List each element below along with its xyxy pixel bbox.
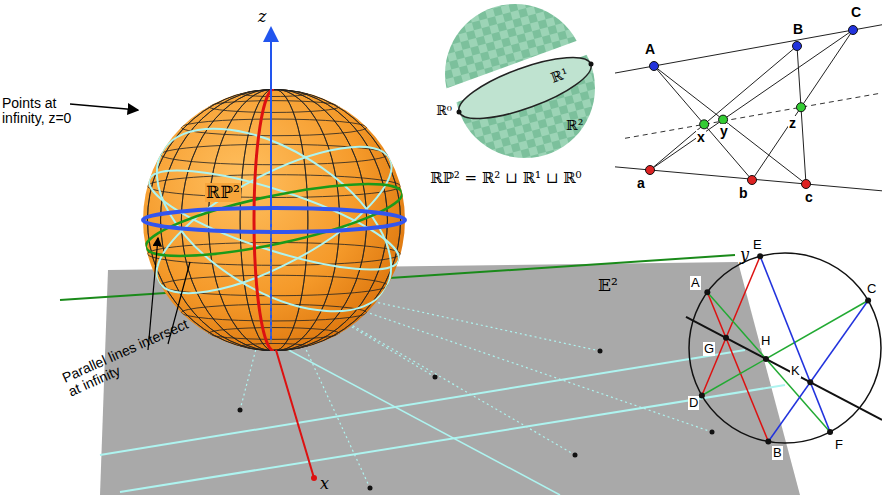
axis-hidden [271,220,272,345]
stroke [752,30,853,180]
point-label: B [772,446,783,460]
axis-point [311,475,317,481]
point-label: a [636,176,646,191]
stroke [147,243,400,266]
stroke [757,253,763,259]
stroke [796,103,805,112]
point-label: C [850,5,862,20]
stroke [723,335,729,341]
stroke [240,90,308,96]
stroke [686,317,882,420]
stroke [654,66,752,180]
stroke [240,89,308,351]
stroke [793,42,802,51]
sphere [143,89,405,351]
point-label: A [690,276,701,290]
stroke [802,180,811,189]
stroke [120,385,785,492]
point-label: x [696,130,706,145]
stroke [765,439,771,445]
x-axis [276,350,314,478]
point-label: H [760,334,771,348]
equation: ℝℙ² = ℝ² ⊔ ℝ¹ ⊔ ℝ⁰ [430,170,582,187]
stroke [147,175,400,198]
point-label: F [834,438,844,452]
callout-arrow [70,104,138,110]
point-label: D [688,396,699,410]
stroke [615,25,882,73]
stroke [704,289,710,295]
stroke [573,453,578,458]
axis-label: x [320,475,329,493]
point-label: B [792,22,804,37]
stroke [598,349,603,354]
stroke [646,166,655,175]
stroke [707,292,830,432]
stroke [181,304,366,321]
stroke [763,356,769,362]
stroke [702,256,760,395]
point-label: C [866,282,877,296]
stroke [748,176,757,185]
stroke [654,66,806,184]
stroke [240,89,308,351]
sphere-label: ℝℙ² [205,183,241,202]
point-label: A [644,42,656,57]
stroke [797,46,806,184]
part-label: ℝ⁰ [436,104,452,118]
point-label: y [719,124,729,139]
stroke [699,393,705,399]
point-label: c [804,190,814,205]
stroke [181,119,366,136]
stroke [710,430,715,435]
stroke [209,101,340,113]
callout-text: Points at infinity, z=0 [2,96,92,127]
stroke [768,301,868,442]
stroke [209,89,340,351]
stroke [807,379,813,385]
point-label: b [738,186,749,201]
pappus-figure [615,25,882,191]
stroke [209,89,340,351]
stroke [209,328,340,340]
stroke [719,115,728,124]
stroke [689,253,881,443]
sphere-grid [143,89,405,351]
plane-label: 𝔼² [598,276,618,295]
stroke [650,62,659,71]
stroke [650,46,797,170]
part-label: ℝ² [566,118,583,133]
axis-label: z [258,8,266,26]
stroke [650,30,853,170]
point-label: E [752,238,763,252]
stroke [707,292,768,441]
point-label: G [703,342,715,356]
stroke [625,93,880,138]
equator [143,208,405,232]
stroke [238,408,243,413]
pascal-figure [686,253,882,445]
stroke [827,429,833,435]
axis-label: y [740,246,749,264]
stroke [702,301,868,396]
stroke [240,343,308,349]
stroke [143,208,405,232]
stroke [368,486,373,491]
split-sphere [445,4,598,158]
stroke [849,26,858,35]
stroke [433,375,438,380]
point-label: z [788,116,797,131]
stroke [760,256,830,432]
stroke [700,120,709,129]
great-circles [126,89,422,351]
point-label: K [790,364,801,378]
stroke [865,298,871,304]
